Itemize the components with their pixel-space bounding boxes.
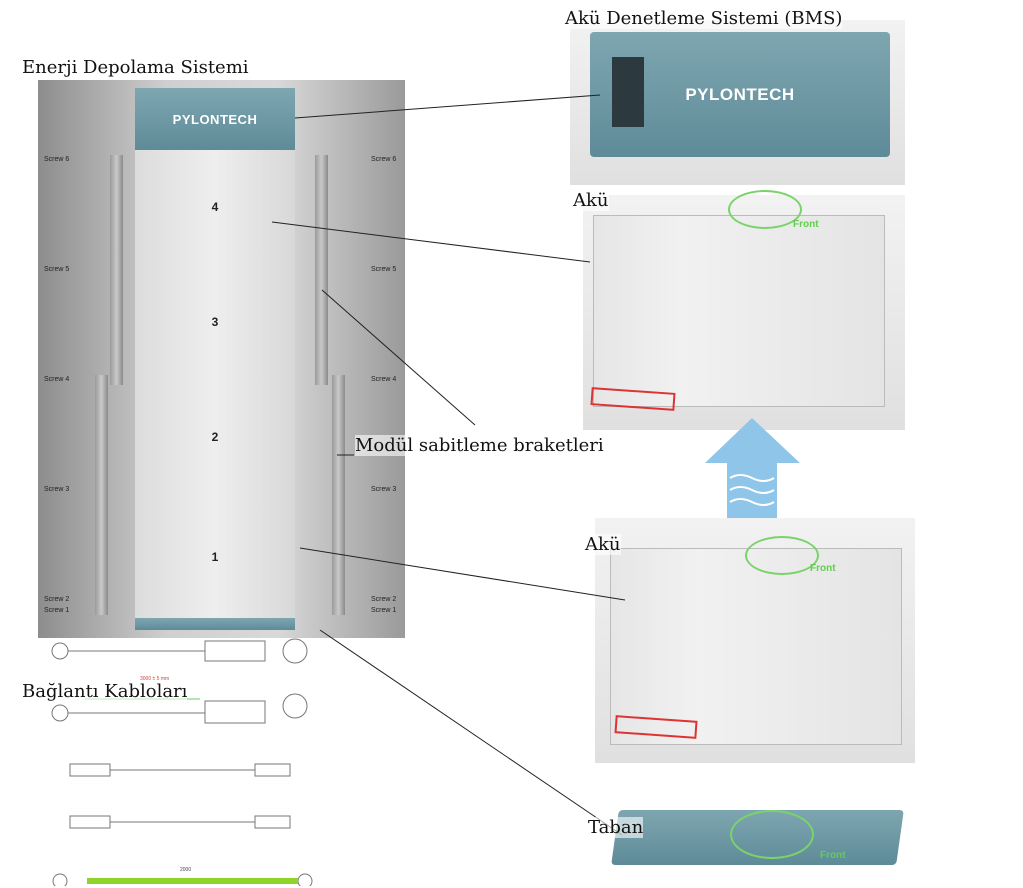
screw-label: Screw 3 — [371, 486, 397, 493]
module-3: 3 — [135, 265, 295, 381]
screw-label: Screw 6 — [371, 156, 397, 163]
module-4: 4 — [135, 150, 295, 266]
label-base: Taban — [588, 817, 644, 838]
arrow-up-icon — [705, 418, 800, 528]
bracket — [110, 155, 123, 385]
module-number: 3 — [211, 315, 219, 329]
battery-box — [610, 548, 902, 745]
front-marker — [730, 810, 814, 859]
screw-label: Screw 6 — [44, 156, 70, 163]
battery-image-bottom: Front — [595, 518, 915, 763]
title-energy-storage: Enerji Depolama Sistemi — [22, 57, 249, 78]
front-marker — [745, 536, 819, 575]
brand-logo: PYLONTECH — [172, 111, 258, 127]
cable-dimension: 3000 ± 5 mm — [140, 676, 170, 682]
module-2: 2 — [135, 380, 295, 501]
front-label: Front — [810, 563, 836, 574]
bms-unit: PYLONTECH — [135, 88, 295, 150]
screw-label: Screw 5 — [44, 266, 70, 273]
module-number: 4 — [211, 200, 219, 214]
bms-display — [612, 57, 644, 127]
front-label: Front — [793, 219, 819, 230]
bms-image: PYLONTECH — [570, 20, 905, 185]
screw-label: Screw 2 — [44, 596, 70, 603]
front-marker — [728, 190, 802, 229]
title-bms: Akü Denetleme Sistemi (BMS) — [565, 8, 843, 29]
battery-image-top: Front — [583, 190, 905, 430]
base-image: Front — [610, 785, 905, 880]
screw-label: Screw 4 — [44, 376, 70, 383]
cables-drawing — [51, 638, 313, 886]
base-unit — [135, 618, 295, 630]
module-number: 1 — [211, 550, 219, 564]
module-1: 1 — [135, 500, 295, 619]
bracket — [332, 375, 345, 615]
module-number: 2 — [211, 430, 219, 444]
bms-box: PYLONTECH — [590, 32, 890, 157]
bracket — [95, 375, 108, 615]
label-battery-top: Akü — [573, 190, 609, 211]
battery-box — [593, 215, 885, 407]
front-label: Front — [820, 850, 846, 861]
brand-logo: PYLONTECH — [685, 84, 795, 104]
screw-label: Screw 2 — [371, 596, 397, 603]
label-battery-bottom: Akü — [585, 534, 621, 555]
label-brackets: Modül sabitleme braketleri — [355, 435, 604, 456]
screw-label: Screw 1 — [371, 607, 397, 614]
screw-label: Screw 5 — [371, 266, 397, 273]
screw-label: Screw 3 — [44, 486, 70, 493]
screw-label: Screw 1 — [44, 607, 70, 614]
screw-label: Screw 4 — [371, 376, 397, 383]
storage-stack-panel: PYLONTECH 4 3 2 1 Screw 6 Screw 5 Screw … — [38, 80, 405, 638]
label-cables: Bağlantı Kabloları — [22, 681, 188, 702]
bracket — [315, 155, 328, 385]
cable-dimension: 2000 — [180, 867, 192, 873]
